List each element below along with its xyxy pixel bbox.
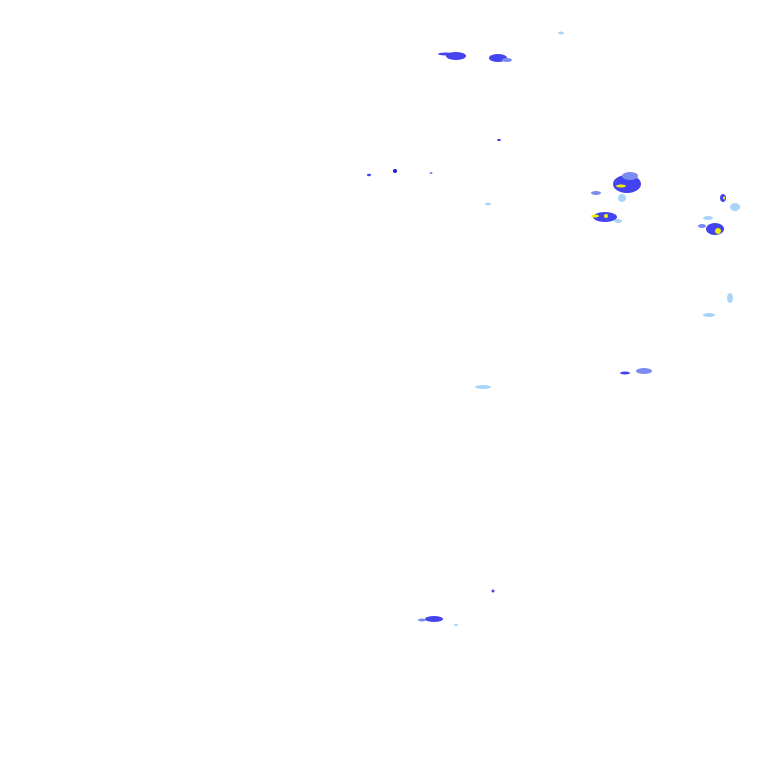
precipitation-echo-light	[698, 224, 706, 228]
precipitation-echo-moderate	[367, 173, 371, 177]
precipitation-echo-very-light	[485, 202, 491, 206]
precipitation-echo-moderate	[497, 139, 501, 141]
precipitation-echo-heavy	[604, 214, 608, 218]
precipitation-echo-light	[636, 368, 652, 374]
precipitation-echo-very-light	[475, 385, 491, 389]
precipitation-echo-heavy	[591, 214, 599, 218]
precipitation-echo-moderate	[613, 175, 641, 193]
precipitation-echo-moderate	[706, 223, 724, 235]
precipitation-echo-heavy	[723, 196, 725, 200]
precipitation-echo-moderate	[620, 371, 630, 375]
precipitation-echo-very-light	[727, 293, 733, 303]
precipitation-echo-moderate	[491, 589, 495, 593]
precipitation-echo-light	[591, 191, 601, 195]
precipitation-echo-moderate	[438, 52, 454, 56]
precipitation-echo-heavy	[616, 184, 626, 188]
precipitation-echo-moderate	[425, 616, 443, 622]
precipitation-echo-very-light	[614, 219, 622, 223]
precipitation-echo-light	[502, 58, 512, 62]
precipitation-echo-strong	[393, 169, 397, 173]
precipitation-echo-light	[418, 618, 426, 622]
precipitation-echo-heavy	[715, 228, 721, 234]
precipitation-echo-very-light	[558, 31, 564, 35]
precipitation-echo-very-light	[618, 194, 626, 202]
precipitation-echo-very-light	[703, 313, 715, 317]
precipitation-echo-very-light	[454, 624, 458, 626]
precipitation-echo-very-light	[703, 216, 713, 220]
precipitation-echo-light	[622, 172, 638, 180]
precipitation-echo-light	[429, 172, 433, 174]
precipitation-echo-very-light	[730, 203, 740, 211]
